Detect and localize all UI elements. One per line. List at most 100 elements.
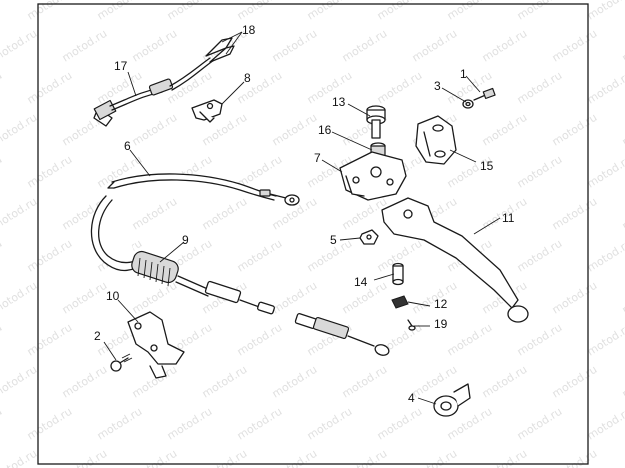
watermark-text: motod.ru <box>130 111 180 149</box>
watermark-text: motod.ru <box>620 447 625 468</box>
part-2-screw <box>110 353 133 372</box>
watermark-text: motod.ru <box>130 27 180 65</box>
callout-4: 4 <box>408 391 415 405</box>
watermark-text: motod.ru <box>0 447 39 468</box>
watermark-text: motod.ru <box>620 111 625 149</box>
callout-2: 2 <box>94 329 101 343</box>
watermark-text: motod.ru <box>200 363 250 401</box>
watermark-text: motod.ru <box>410 447 460 468</box>
watermark-text: motod.ru <box>95 405 145 443</box>
watermark-text: motod.ru <box>235 405 285 443</box>
watermark-text: motod.ru <box>340 363 390 401</box>
callout-11: 11 <box>502 211 515 225</box>
watermark-text: motod.ru <box>25 237 75 275</box>
watermark-text: motod.ru <box>0 405 4 443</box>
watermark-text: motod.ru <box>0 0 4 23</box>
part-11-hand-lever <box>381 197 529 323</box>
part-15-clamp-half <box>415 115 457 165</box>
callout-1: 1 <box>460 67 467 81</box>
watermark-text: motod.ru <box>550 195 600 233</box>
watermark-text: motod.ru <box>270 111 320 149</box>
watermark-text: motod.ru <box>480 111 530 149</box>
part-1-small-screw <box>473 87 496 101</box>
watermark-text: motod.ru <box>270 447 320 468</box>
watermark-text: motod.ru <box>130 195 180 233</box>
watermark-text: motod.ru <box>585 321 625 359</box>
callout-8: 8 <box>244 71 251 85</box>
watermark-text: motod.ru <box>515 237 565 275</box>
callout-6: 6 <box>124 139 131 153</box>
callout-10: 10 <box>106 289 120 303</box>
callout-5: 5 <box>330 233 337 247</box>
part-13-pivot-bolt <box>366 105 386 139</box>
watermark-text: motod.ru <box>620 195 625 233</box>
watermark-text: motod.ru <box>515 69 565 107</box>
callout-19: 19 <box>434 317 448 331</box>
watermark-text: motod.ru <box>445 321 495 359</box>
watermark-text: motod.ru <box>60 279 110 317</box>
watermark-text: motod.ru <box>340 447 390 468</box>
part-17-wire-harness <box>93 57 215 127</box>
watermark-text: motod.ru <box>0 195 39 233</box>
watermark-text: motod.ru <box>0 153 4 191</box>
part-3-washer <box>462 99 474 109</box>
watermark-text: motod.ru <box>340 195 390 233</box>
watermark-text: motod.ru <box>235 237 285 275</box>
watermark-text: motod.ru <box>550 447 600 468</box>
watermark-text: motod.ru <box>410 27 460 65</box>
watermark-text: motod.ru <box>550 363 600 401</box>
part-5-nut <box>359 229 379 245</box>
watermark-text: motod.ru <box>515 405 565 443</box>
watermark-text: motod.ru <box>0 111 39 149</box>
callout-16: 16 <box>318 123 332 137</box>
callout-14: 14 <box>354 275 368 289</box>
watermark-text: motod.ru <box>0 237 4 275</box>
part-8-clip-bracket <box>191 99 223 123</box>
watermark-text: motod.ru <box>270 363 320 401</box>
watermark-text: motod.ru <box>200 447 250 468</box>
callout-15: 15 <box>480 159 494 173</box>
callout-17: 17 <box>114 59 128 73</box>
part-6-cable-with-ring-terminal <box>107 173 300 206</box>
callout-18: 18 <box>242 23 256 37</box>
watermark-text: motod.ru <box>620 279 625 317</box>
watermark-text: motod.ru <box>0 279 39 317</box>
watermark-text: motod.ru <box>480 363 530 401</box>
watermark-text: motod.ru <box>60 363 110 401</box>
watermark-text: motod.ru <box>515 153 565 191</box>
part-14-pin <box>392 262 404 286</box>
part-4-cable-clamp <box>433 383 471 417</box>
watermark-text: motod.ru <box>620 27 625 65</box>
diagram-frame <box>37 3 589 465</box>
watermark-text: motod.ru <box>0 363 39 401</box>
part-7-lever-holder <box>339 151 407 201</box>
watermark-text: motod.ru <box>480 27 530 65</box>
callout-9: 9 <box>182 233 189 247</box>
part-9-throttle-cable <box>90 195 275 315</box>
watermark-text: motod.ru <box>165 405 215 443</box>
watermark-text: motod.ru <box>585 405 625 443</box>
watermark-text: motod.ru <box>410 363 460 401</box>
watermark-text: motod.ru <box>130 447 180 468</box>
watermark-text: motod.ru <box>270 27 320 65</box>
watermark-text: motod.ru <box>550 111 600 149</box>
callout-13: 13 <box>332 95 346 109</box>
watermark-text: motod.ru <box>515 321 565 359</box>
watermark-text: motod.ru <box>25 405 75 443</box>
part-18-wire-ends <box>205 37 235 63</box>
callout-labels: 1 2 3 4 5 6 7 8 9 10 11 12 13 14 15 16 1… <box>94 23 515 405</box>
watermark-text: motod.ru <box>585 0 625 23</box>
watermark-text: motod.ru <box>585 69 625 107</box>
watermark-text: motod.ru <box>235 321 285 359</box>
watermark-text: motod.ru <box>620 363 625 401</box>
watermark-text: motod.ru <box>0 321 4 359</box>
watermark-text: motod.ru <box>305 69 355 107</box>
part-9-cable-inner-end <box>294 313 390 356</box>
watermark-text: motod.ru <box>480 447 530 468</box>
leader-lines <box>103 31 501 405</box>
watermark-text: motod.ru <box>375 69 425 107</box>
watermark-text: motod.ru <box>585 153 625 191</box>
watermark-text: motod.ru <box>60 447 110 468</box>
watermark-text: motod.ru <box>550 279 600 317</box>
